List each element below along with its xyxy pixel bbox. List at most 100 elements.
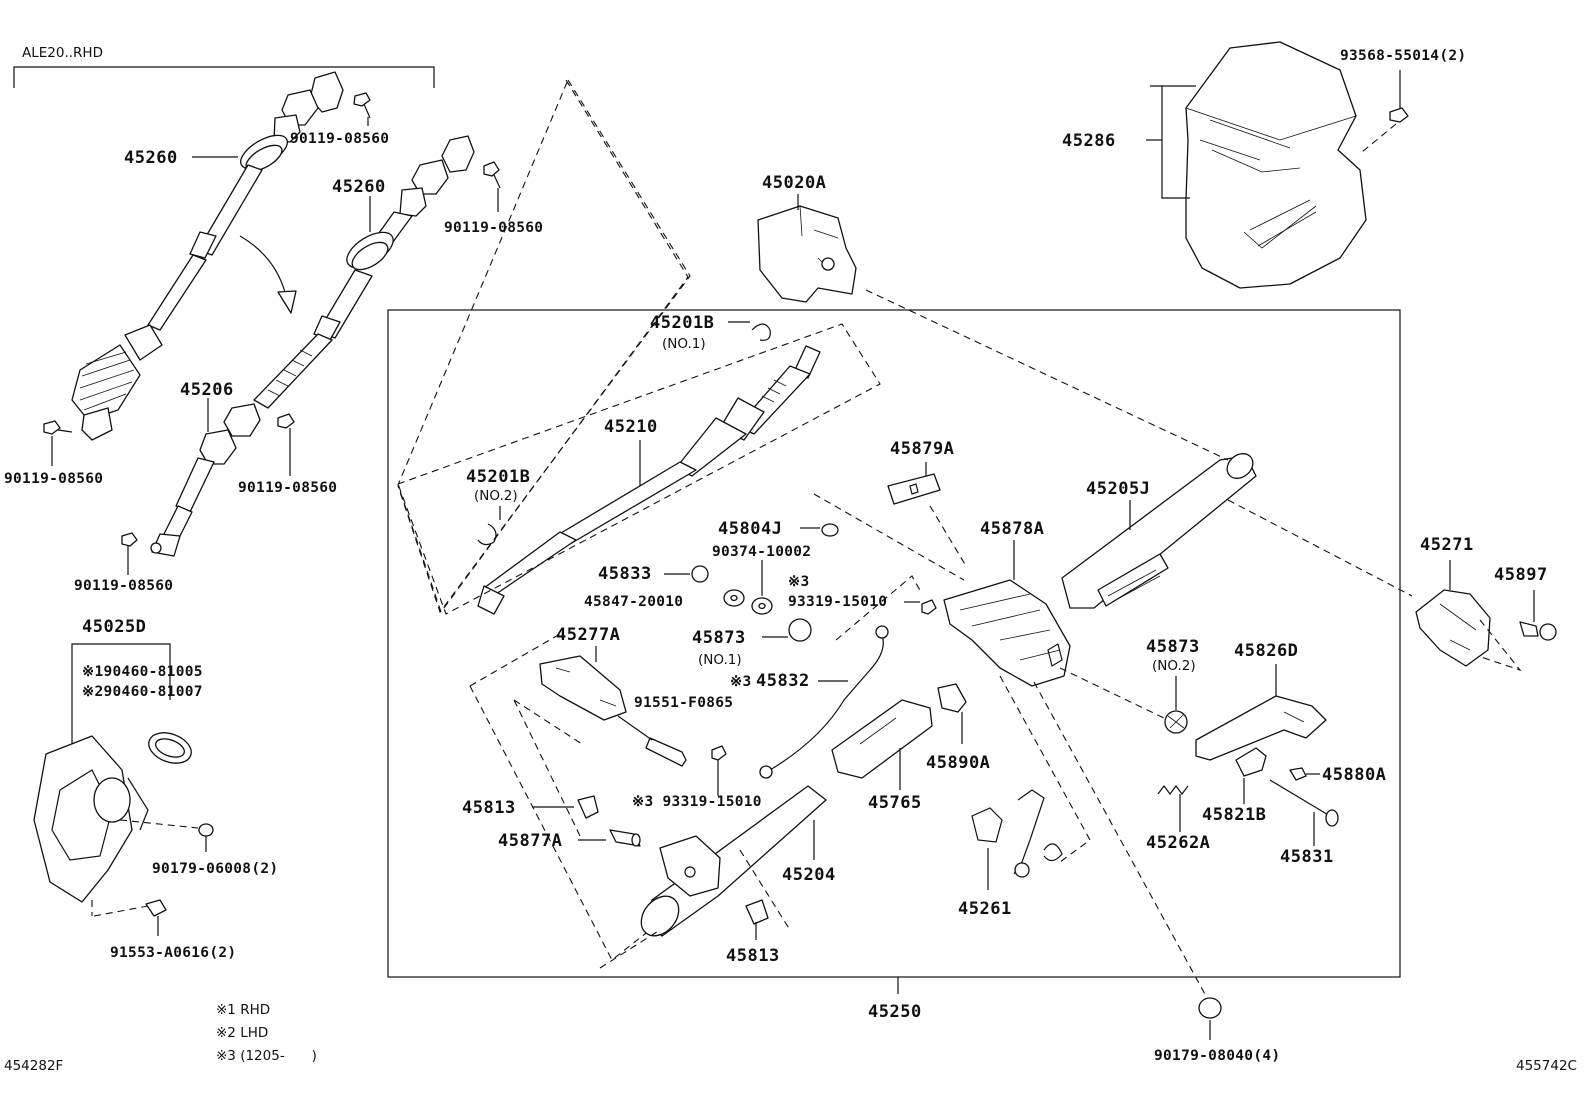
part-45262A	[1157, 785, 1189, 832]
label-45210: 45210	[604, 417, 658, 437]
label-45205J: 45205J	[1086, 479, 1150, 499]
part-45204	[640, 785, 827, 937]
dashed-box-left	[469, 633, 661, 961]
label-45025D: 45025D	[82, 617, 146, 637]
label-90119-b: 90119-08560	[444, 220, 543, 236]
dashed-box-right-center	[813, 493, 1207, 997]
dashed-box-45204	[599, 849, 791, 969]
label-45832-mark: ※3	[730, 674, 751, 690]
label-45847: 45847-20010	[584, 594, 683, 610]
label-45262A: 45262A	[1146, 833, 1210, 853]
label-91553: 91553-A0616(2)	[110, 945, 236, 961]
part-45020A	[757, 194, 857, 303]
lower-joint	[121, 398, 295, 575]
label-45832: 45832	[756, 671, 810, 691]
label-93568: 93568-55014(2)	[1340, 48, 1466, 64]
part-45833	[664, 565, 709, 583]
part-90374	[751, 560, 773, 615]
label-90119-d: 90119-08560	[238, 480, 337, 496]
part-45832	[759, 575, 923, 779]
label-45277A: 45277A	[556, 625, 620, 645]
part-45890A	[937, 683, 967, 744]
label-45765: 45765	[868, 793, 922, 813]
part-45873-no2	[1164, 676, 1188, 734]
part-45831	[1269, 779, 1339, 846]
part-45271	[1415, 560, 1522, 672]
part-90179-08040	[1198, 997, 1222, 1040]
part-45261	[971, 789, 1063, 890]
label-90374: 90374-10002	[712, 544, 811, 560]
label-45804J: 45804J	[718, 519, 782, 539]
label-45813-a: 45813	[462, 798, 516, 818]
label-91551: 91551-F0865	[634, 695, 733, 711]
label-45877A: 45877A	[498, 831, 562, 851]
part-45286	[1146, 41, 1409, 289]
label-45878A: 45878A	[980, 519, 1044, 539]
label-45879A: 45879A	[890, 439, 954, 459]
label-45821B: 45821B	[1202, 805, 1266, 825]
label-90119-a: 90119-08560	[290, 131, 389, 147]
part-45804J	[800, 523, 839, 537]
curved-arrow-icon	[239, 235, 297, 314]
label-45201B-no2: 45201B	[466, 467, 530, 487]
part-45826D	[1195, 664, 1327, 761]
part-45897	[1519, 590, 1557, 641]
label-45020A: 45020A	[762, 173, 826, 193]
label-45826D: 45826D	[1234, 641, 1298, 661]
part-45205J	[865, 289, 1413, 609]
label-45890A: 45890A	[926, 753, 990, 773]
label-45813-b: 45813	[726, 946, 780, 966]
label-45833: 45833	[598, 564, 652, 584]
label-45260-top: 45260	[124, 148, 178, 168]
model-bracket	[13, 66, 435, 88]
label-45201B-no1: 45201B	[650, 313, 714, 333]
legend-note-1: ※1 RHD	[216, 1002, 270, 1018]
label-45271: 45271	[1420, 535, 1474, 555]
label-45260-mid: 45260	[332, 177, 386, 197]
labels: ALE20..RHD 45260 90119-08560 45260 90119…	[4, 45, 1577, 1074]
part-91551	[617, 715, 687, 767]
label-45831: 45831	[1280, 847, 1334, 867]
part-45813-a	[532, 795, 599, 819]
legend-note-2: ※2 LHD	[216, 1025, 268, 1041]
label-45880A: 45880A	[1322, 765, 1386, 785]
label-45873-no1: 45873	[692, 628, 746, 648]
label-45206: 45206	[180, 380, 234, 400]
label-90460-2: ※290460-81007	[82, 684, 203, 700]
part-45877A	[578, 829, 641, 847]
label-45201B-no1-sub: (NO.1)	[662, 336, 706, 352]
footer-right-code: 455742C	[1516, 1058, 1577, 1074]
part-93319-bottom	[711, 745, 727, 796]
label-45873-no2: 45873	[1146, 637, 1200, 657]
part-45821B	[1235, 747, 1267, 804]
part-45277A	[539, 646, 627, 721]
label-93319-top-mark: ※3	[788, 574, 809, 590]
label-45873-no1-sub: (NO.1)	[698, 652, 742, 668]
label-45873-no2-sub: (NO.2)	[1152, 658, 1196, 674]
part-45765	[831, 699, 933, 790]
column-assembly-box	[387, 309, 1401, 994]
part-45813-b	[745, 899, 769, 940]
label-45286: 45286	[1062, 131, 1116, 151]
part-45201B-no2	[477, 506, 501, 546]
model-label: ALE20..RHD	[22, 45, 103, 61]
footer-left-code: 454282F	[4, 1058, 63, 1074]
label-90119-e: 90119-08560	[74, 578, 173, 594]
part-45210	[477, 345, 821, 615]
dashed-box-main-shaft	[397, 323, 881, 615]
label-90179-b: 90179-08040(4)	[1154, 1048, 1280, 1064]
label-90460-1: ※190460-81005	[82, 664, 203, 680]
label-45204: 45204	[782, 865, 836, 885]
part-45025D	[33, 643, 214, 936]
intermediate-shaft-lower	[253, 135, 501, 409]
label-45261: 45261	[958, 899, 1012, 919]
part-45879A	[887, 462, 967, 567]
label-45201B-no2-sub: (NO.2)	[474, 488, 518, 504]
label-90179-a: 90179-06008(2)	[152, 861, 278, 877]
leaders-upper-left	[51, 117, 369, 466]
dashed-box-shaft	[397, 79, 691, 614]
label-93319-bottom: ※3 93319-15010	[632, 794, 762, 810]
label-45250: 45250	[868, 1002, 922, 1022]
